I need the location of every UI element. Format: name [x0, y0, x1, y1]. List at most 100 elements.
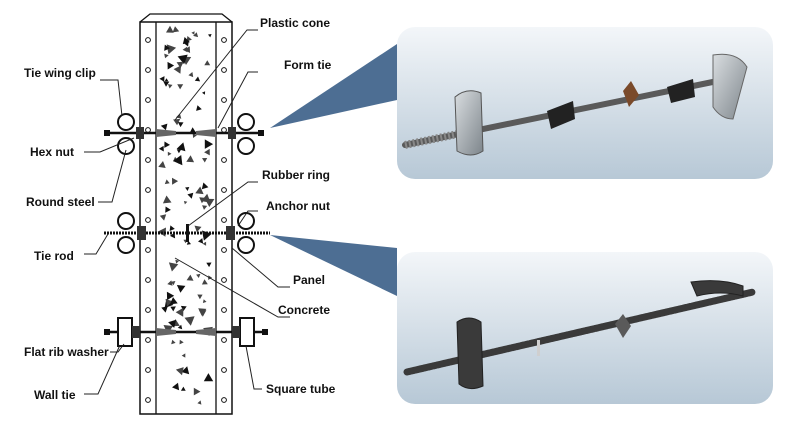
plastic-cone-left — [547, 101, 575, 129]
panel-hole — [221, 337, 227, 343]
aggregate-stone — [173, 155, 183, 166]
label-panel: Panel — [293, 273, 326, 287]
label-tie-wing-clip: Tie wing clip — [24, 66, 96, 80]
panel-hole — [221, 247, 227, 253]
aggregate-stone — [173, 65, 181, 74]
panel-holes — [145, 37, 227, 403]
rubber-ring-bottom — [537, 340, 540, 356]
aggregate-stone — [176, 285, 186, 293]
aggregate-stone — [163, 81, 170, 87]
form-tie-photo — [397, 27, 773, 179]
aggregate-stone — [203, 373, 214, 382]
aggregate-stone — [201, 182, 209, 190]
aggregate-stone — [172, 26, 180, 33]
panel-hole — [221, 37, 227, 43]
label-wall-tie: Wall tie — [34, 388, 76, 402]
panel-hole — [145, 307, 151, 313]
aggregate-stone — [177, 84, 184, 90]
aggregate-stone — [204, 148, 210, 156]
aggregate-stone — [195, 186, 204, 195]
aggregate-stone — [206, 262, 212, 268]
label-concrete: Concrete — [278, 303, 331, 317]
panel-hole — [221, 367, 227, 373]
aggregate-stone — [186, 240, 191, 245]
aggregate-stone — [177, 324, 183, 330]
aggregate-stone — [196, 105, 202, 111]
aggregate-stone — [186, 155, 195, 163]
form-tie-assembly — [104, 113, 264, 155]
aggregate-stone — [158, 161, 166, 168]
panel-hole — [221, 97, 227, 103]
aggregate-stone — [168, 262, 179, 272]
aggregate-stone — [169, 297, 178, 305]
anchor-nut-left — [456, 317, 484, 390]
panel-hole — [221, 157, 227, 163]
panel-hole — [145, 397, 151, 403]
aggregate-stone — [180, 386, 186, 391]
aggregate-stone — [188, 72, 194, 78]
panel-hole — [221, 397, 227, 403]
panel-hole — [145, 277, 151, 283]
aggregate-stone — [164, 78, 169, 82]
aggregate-stone — [165, 299, 173, 307]
panel-hole — [221, 277, 227, 283]
aggregate-stone — [179, 339, 184, 345]
panel-hole — [221, 127, 227, 133]
panel-hole — [145, 157, 151, 163]
form-tie-washer — [623, 81, 639, 107]
plastic-cone-right — [667, 79, 695, 103]
aggregate-stone — [194, 225, 202, 233]
label-square-tube: Square tube — [266, 382, 336, 396]
aggregate-stone — [180, 305, 187, 312]
aggregate-stone — [197, 294, 203, 300]
panel-hole — [221, 217, 227, 223]
aggregate-stone — [159, 76, 165, 82]
aggregate-stone — [167, 280, 173, 286]
aggregate-stone — [176, 142, 186, 152]
aggregate-stone — [196, 273, 201, 278]
aggregate-stone — [175, 259, 180, 264]
aggregate-stone — [166, 44, 177, 55]
aggregate-stone — [193, 32, 199, 38]
label-plastic-cone: Plastic cone — [260, 16, 331, 30]
aggregate-stone — [175, 367, 184, 376]
aggregate-stone — [177, 122, 184, 128]
aggregate-stone — [202, 205, 208, 210]
aggregate-stone — [181, 353, 186, 358]
aggregate-stone — [170, 306, 176, 312]
aggregate-stone — [172, 177, 179, 185]
panel-hole — [145, 97, 151, 103]
aggregate-stone — [184, 316, 195, 326]
aggregate-stone — [181, 366, 190, 375]
tie-rod-photo — [397, 252, 773, 404]
aggregate-stone — [202, 299, 207, 303]
aggregate-stone — [185, 187, 190, 191]
callout-wedge-top — [270, 44, 397, 128]
wall-tie-assembly — [104, 317, 268, 347]
aggregate-stone — [164, 53, 169, 59]
aggregate-stone — [176, 61, 184, 69]
aggregate-stone — [162, 195, 172, 204]
aggregate-stone — [204, 139, 214, 149]
aggregate-stone — [176, 149, 182, 154]
aggregate-stone — [197, 400, 202, 405]
aggregate-stone — [177, 54, 188, 65]
aggregate-stone — [192, 133, 197, 138]
panel-hole — [221, 187, 227, 193]
leader-lines — [84, 29, 290, 395]
aggregate-stone — [175, 307, 184, 317]
aggregate-stone — [164, 141, 170, 148]
aggregate-stone — [164, 44, 170, 51]
aggregate-stone — [166, 291, 175, 301]
panel-hole — [145, 37, 151, 43]
label-round-steel: Round steel — [26, 195, 95, 209]
aggregate-stone — [167, 61, 175, 70]
aggregate-stone — [201, 193, 211, 203]
panel-hole — [221, 67, 227, 73]
aggregate-stone — [182, 37, 190, 45]
aggregate-stone — [186, 274, 194, 281]
aggregate-stone — [166, 25, 174, 33]
aggregate-stone — [164, 179, 170, 185]
aggregate-stone — [202, 158, 208, 163]
panel-hole — [145, 367, 151, 373]
